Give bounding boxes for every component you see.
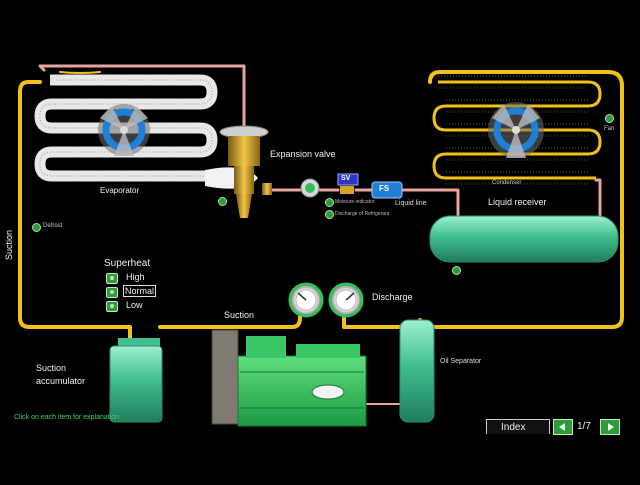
compressor[interactable] <box>211 329 367 427</box>
sight-glass[interactable] <box>300 178 320 198</box>
superheat-high-button[interactable] <box>106 273 118 284</box>
suction-pipe-to-compressor <box>158 298 302 329</box>
evaporator-label: Evaporator <box>100 186 140 195</box>
suction-pressure-gauge[interactable] <box>288 282 324 318</box>
expansion-valve[interactable] <box>219 125 272 218</box>
defrost-indicator[interactable] <box>32 223 41 232</box>
oil-separator-tank[interactable] <box>399 319 435 423</box>
suction-accumulator-label-line1: Suction <box>36 363 67 373</box>
moisture-indicator-note: Moisture indicator <box>335 199 375 205</box>
discharge-pressure-gauge[interactable] <box>328 282 364 318</box>
pipe-network <box>18 64 624 405</box>
previous-page-button[interactable] <box>553 419 573 435</box>
discharge-refrigerant-dot[interactable] <box>325 210 334 219</box>
superheat-high-label: High <box>126 272 145 282</box>
fan-indicator[interactable] <box>605 114 614 123</box>
suction-vertical-label: Suction <box>4 229 15 261</box>
liquid-receiver-tank[interactable] <box>429 215 619 263</box>
superheat-low-label: Low <box>126 300 143 310</box>
suction-accumulator-tank[interactable] <box>109 338 163 423</box>
evaporator-fan-icon[interactable] <box>98 104 150 156</box>
index-button[interactable]: Index <box>486 419 550 434</box>
filter-strainer[interactable] <box>371 181 403 199</box>
defrost-label: Defrost <box>43 223 63 229</box>
liquid-line-label: Liquid line <box>395 200 427 207</box>
valve-indicator[interactable] <box>218 197 227 206</box>
condenser-fan-icon[interactable] <box>488 102 544 158</box>
suction-accumulator-label-line2: accumulator <box>36 376 86 386</box>
oil-separator-label: Oil Separator <box>440 358 482 365</box>
superheat-normal-label: Normal <box>122 285 157 297</box>
discharge-refrigerant-note: Discharge of Refrigerant <box>335 211 390 217</box>
index-button-label: Index <box>501 422 526 433</box>
previous-arrow-icon <box>559 423 565 431</box>
receiver-indicator[interactable] <box>452 266 461 275</box>
condenser-coil[interactable] <box>432 75 602 185</box>
equalizer-line <box>38 64 246 128</box>
solenoid-valve[interactable] <box>337 173 359 194</box>
fs-label: FS <box>379 184 390 193</box>
fan-label: Fan <box>604 126 615 132</box>
discharge-label: Discharge <box>372 292 413 302</box>
sv-label: SV <box>341 175 351 182</box>
superheat-title: Superheat <box>104 258 151 269</box>
suction-label: Suction <box>224 310 255 320</box>
moisture-indicator-dot[interactable] <box>325 198 334 207</box>
sensing-bulb-line <box>59 71 101 74</box>
condenser-label: Condenser <box>492 180 522 186</box>
liquid-line-pipe <box>266 188 460 217</box>
expansion-valve-label: Expansion valve <box>270 149 336 159</box>
superheat-low-button[interactable] <box>106 301 118 312</box>
liquid-receiver-label: Liquid receiver <box>488 197 547 207</box>
click-hint-text: Click on each item for explanation <box>14 414 120 421</box>
page-counter: 1/7 <box>577 421 591 432</box>
evaporator-coil[interactable] <box>34 74 258 189</box>
suction-pipe <box>18 80 132 340</box>
next-arrow-icon <box>608 423 614 431</box>
suction-accumulator-label: Suction accumulator <box>36 362 85 388</box>
next-page-button[interactable] <box>600 419 620 435</box>
superheat-normal-button[interactable] <box>106 287 118 298</box>
condenser-outlet-pipe <box>594 178 602 217</box>
hot-gas-pipe <box>418 70 624 329</box>
